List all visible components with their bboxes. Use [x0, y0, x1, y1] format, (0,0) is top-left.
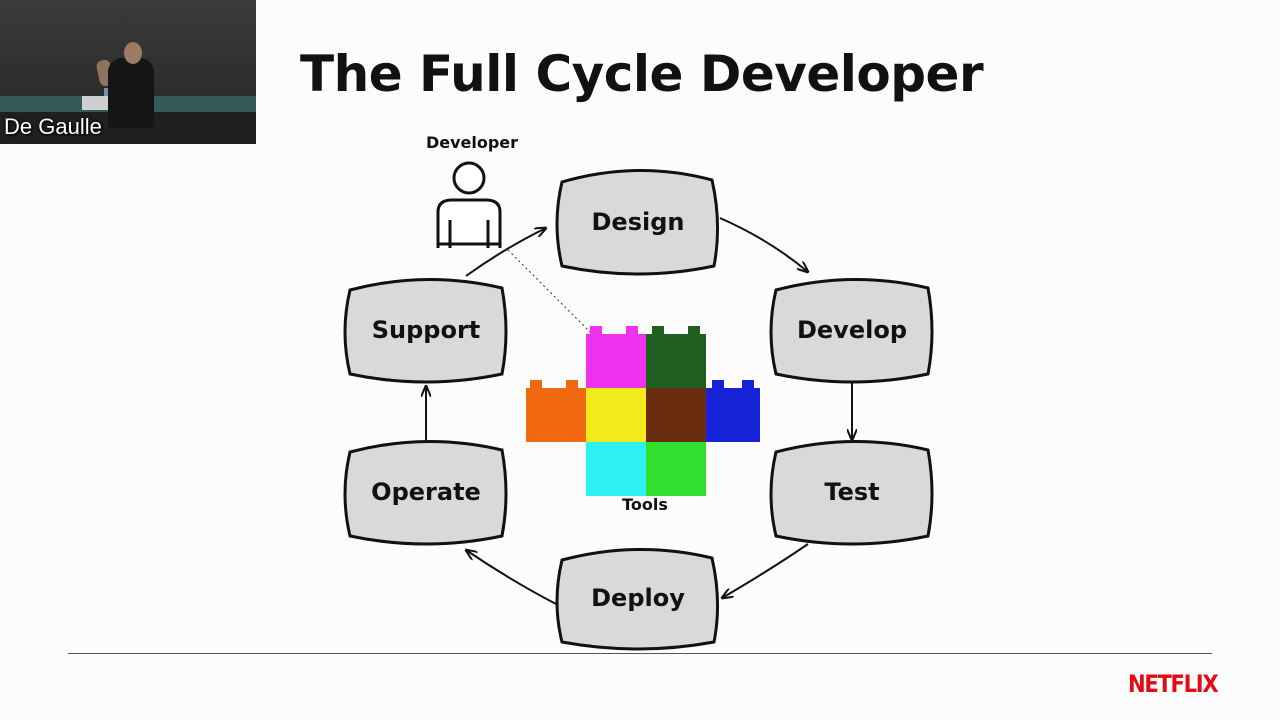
stage-support-label: Support [372, 316, 481, 344]
tools-blocks [526, 326, 760, 496]
block-yellow [586, 388, 646, 442]
developer-tools-dotted-link [507, 249, 591, 333]
arrow-deploy-to-operate [466, 550, 557, 605]
speaker-figure [108, 58, 154, 128]
stage-test-label: Test [824, 478, 879, 506]
stage-test: Test [769, 439, 934, 546]
arrow-design-to-develop [719, 217, 808, 272]
stage-support: Support [343, 277, 508, 384]
speaker-name: De Gaulle [4, 114, 102, 139]
stage-deploy: Deploy [555, 547, 720, 651]
stage-develop: Develop [769, 277, 934, 384]
stage-design-label: Design [592, 208, 685, 236]
block-green [646, 442, 706, 496]
stage-develop-label: Develop [797, 316, 907, 344]
stage-operate-label: Operate [371, 478, 481, 506]
stage-operate: Operate [343, 439, 508, 546]
arrow-support-to-design [465, 228, 546, 277]
slide-title: The Full Cycle Developer [300, 45, 984, 103]
arrow-test-to-deploy [722, 543, 809, 598]
block-brown [646, 388, 706, 442]
stage-design: Design [555, 168, 720, 276]
speaker-video-thumbnail: De Gaulle [0, 0, 256, 144]
block-magenta [586, 326, 646, 388]
block-dark-green [646, 326, 706, 388]
developer-label: Developer [426, 133, 518, 152]
developer-person-icon [436, 161, 502, 248]
stage-deploy-label: Deploy [591, 584, 685, 612]
tools-label: Tools [622, 495, 668, 514]
footer-divider [68, 653, 1212, 654]
cycle-arrows [426, 217, 852, 605]
block-orange [526, 380, 586, 442]
netflix-logo: NETFLIX [1128, 670, 1219, 698]
block-blue [706, 380, 760, 442]
block-cyan [586, 442, 646, 496]
